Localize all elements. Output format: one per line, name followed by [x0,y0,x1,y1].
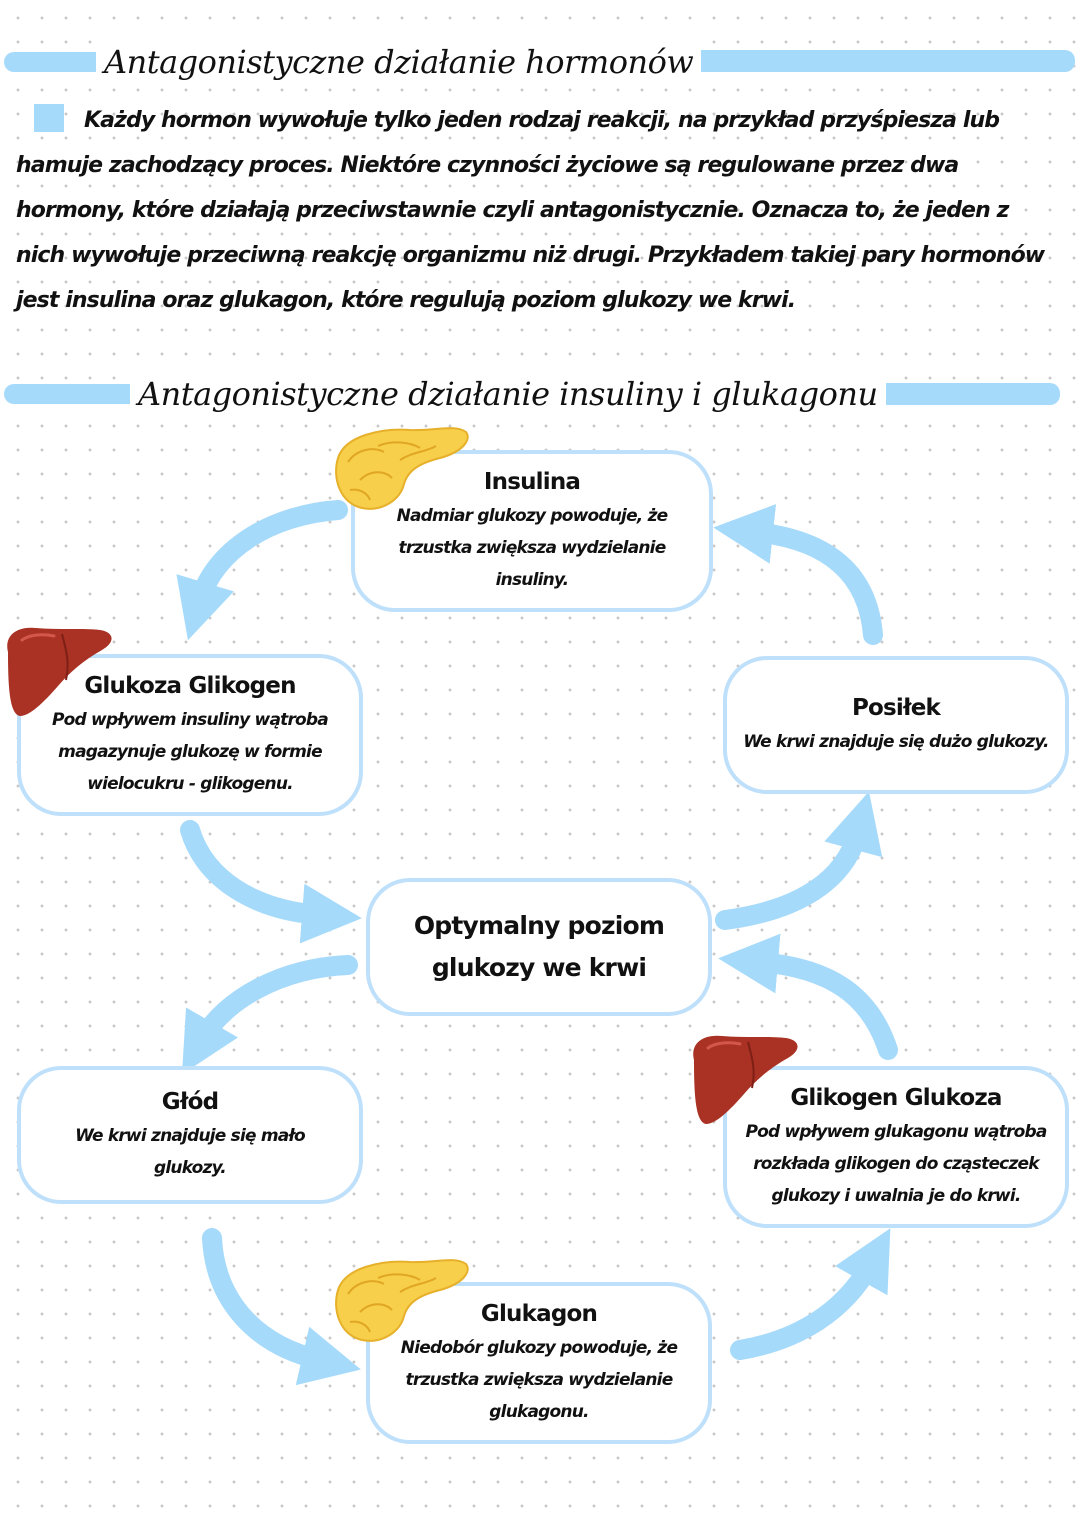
glukoza-glikogen-title: Glukoza Glikogen [84,673,296,699]
glikogen-glukoza-title: Glikogen Glukoza [790,1085,1002,1111]
arrow-glukoza-to-optymalny [180,820,362,944]
box-posilek: Posiłek We krwi znajduje się dużo glukoz… [723,656,1069,794]
arrow-glukagon-to-glikogen [730,1228,891,1360]
glod-text: We krwi znajduje się mało glukozy. [75,1126,306,1178]
glod-title: Głód [161,1089,219,1115]
pancreas-icon [335,427,469,510]
posilek-text: We krwi znajduje się dużo glukozy. [743,732,1049,752]
insulina-title: Insulina [483,469,581,495]
posilek-title: Posiłek [851,695,941,721]
glukoza-glikogen-text: Pod wpływem insuliny wątroba magazynuje … [52,710,329,794]
pancreas-icon [335,1259,469,1342]
arrow-insulina-to-glukoza [176,500,348,641]
box-glukagon: Glukagon Niedobór glukozy powoduje, że t… [366,1282,712,1444]
box-glod: Głód We krwi znajduje się mało glukozy. [17,1066,363,1204]
optymalny-title-line1: Optymalny poziom [413,911,665,940]
optymalny-title-line2: glukozy we krwi [431,953,647,982]
heading-bar-left-2 [4,384,154,404]
glukagon-text: Niedobór glukozy powoduje, że trzustka z… [400,1338,678,1422]
liver-icon [7,627,112,716]
box-optymalny-poziom: Optymalny poziom glukozy we krwi [366,878,712,1016]
heading-bar-right-2 [835,383,1060,405]
liver-icon [693,1035,798,1124]
bullet-square [34,104,64,132]
section-heading-hormones: Antagonistyczne działanie hormonów [96,40,702,84]
arrow-glod-to-glukagon [202,1228,361,1386]
section-heading-insulin-glucagon: Antagonistyczne działanie insuliny i glu… [130,372,886,416]
heading-bar-left [4,52,124,72]
heading-bar-right [650,50,1075,72]
glikogen-glukoza-text: Pod wpływem glukagonu wątroba rozkłada g… [745,1122,1047,1206]
insulina-text: Nadmiar glukozy powoduje, że trzustka zw… [396,506,669,590]
arrow-glikogen-to-optymalny [718,933,898,1060]
box-insulina: Insulina Nadmiar glukozy powoduje, że tr… [351,450,713,612]
intro-text: Każdy hormon wywołuje tylko jeden rodzaj… [16,108,1045,313]
glukagon-title: Glukagon [480,1301,598,1327]
intro-paragraph: Każdy hormon wywołuje tylko jeden rodzaj… [16,98,1062,323]
arrow-optymalny-to-glod [181,955,358,1075]
arrow-posilek-to-insulina [713,504,883,645]
box-glikogen-glukoza: Glikogen Glukoza Pod wpływem glukagonu w… [723,1066,1069,1228]
box-glukoza-glikogen: Glukoza Glikogen Pod wpływem insuliny wą… [17,654,363,816]
arrow-optymalny-to-posilek [715,791,883,930]
